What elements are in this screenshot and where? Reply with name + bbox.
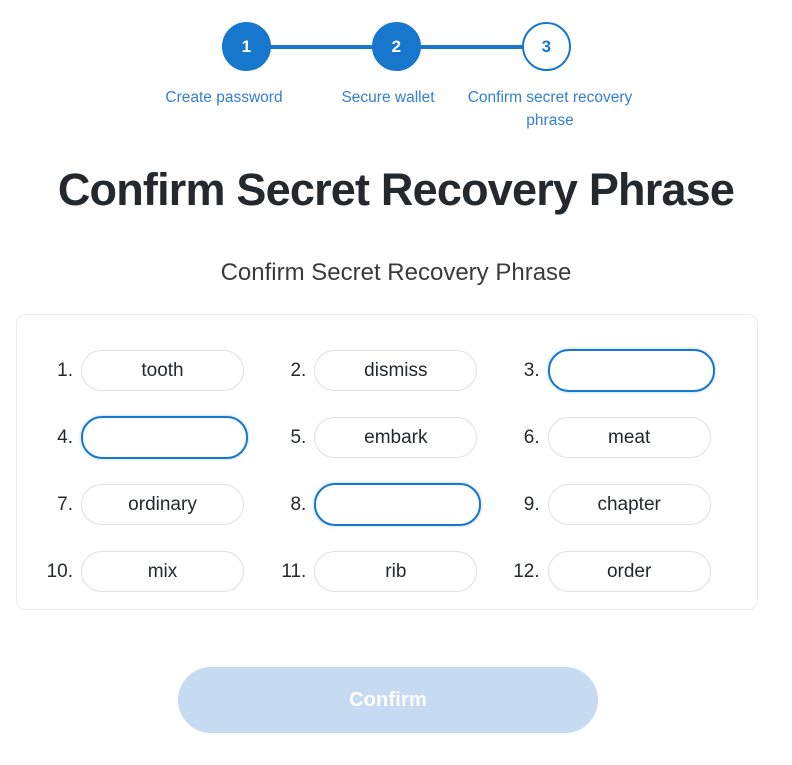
phrase-word-chip[interactable]: embark — [314, 417, 478, 458]
phrase-word-chip[interactable]: meat — [547, 417, 711, 458]
phrase-cell: 5. embark — [270, 417, 503, 458]
stepper-node-2-number: 2 — [391, 36, 402, 56]
phrase-cell: 6. meat — [504, 417, 737, 458]
confirm-button[interactable]: Confirm — [178, 667, 598, 733]
page-subtitle: Confirm Secret Recovery Phrase — [220, 259, 572, 286]
phrase-word-index: 9. — [523, 493, 540, 515]
stepper-node-1-number: 1 — [241, 36, 252, 56]
recovery-phrase-card: 1. tooth 2. dismiss 3. 4. 5. embark 6. meat 7. ordi… — [16, 314, 758, 610]
phrase-cell: 4. — [37, 416, 270, 459]
stepper-label-create-password: Create password — [165, 89, 283, 106]
page-title: Confirm Secret Recovery Phrase — [57, 164, 735, 215]
phrase-word-index: 5. — [290, 426, 307, 448]
phrase-word-index: 10. — [46, 560, 73, 582]
stepper-label-confirm-secret-recovery-phrase: Confirm secret recovery phrase — [467, 89, 633, 129]
phrase-cell: 11. rib — [270, 551, 503, 592]
phrase-cell: 7. ordinary — [37, 484, 270, 525]
phrase-cell: 1. tooth — [37, 350, 270, 391]
phrase-cell: 3. — [504, 349, 737, 392]
phrase-word-chip[interactable]: order — [547, 551, 711, 592]
recovery-phrase-grid: 1. tooth 2. dismiss 3. 4. 5. embark 6. meat 7. ordi… — [37, 337, 737, 605]
phrase-word-input-empty[interactable] — [314, 483, 482, 526]
phrase-word-index: 12. — [513, 560, 540, 582]
phrase-word-index: 4. — [57, 426, 73, 448]
phrase-word-chip[interactable]: tooth — [81, 350, 244, 391]
stepper-label-secure-wallet: Secure wallet — [341, 89, 435, 106]
stepper-node-3[interactable]: 3 — [522, 22, 571, 71]
phrase-word-chip[interactable]: mix — [81, 551, 244, 592]
phrase-word-index: 2. — [290, 359, 307, 381]
phrase-word-chip[interactable]: rib — [314, 551, 478, 592]
phrase-cell: 2. dismiss — [270, 350, 503, 391]
stepper-node-3-number: 3 — [541, 36, 552, 56]
phrase-word-index: 8. — [290, 493, 307, 515]
phrase-word-index: 3. — [523, 359, 540, 381]
phrase-cell: 8. — [270, 483, 503, 526]
phrase-word-index: 6. — [523, 426, 540, 448]
phrase-cell: 9. chapter — [504, 484, 737, 525]
phrase-word-input-empty[interactable] — [547, 349, 715, 392]
stepper-node-2[interactable]: 2 — [372, 22, 421, 71]
phrase-cell: 10. mix — [37, 551, 270, 592]
phrase-word-input-empty[interactable] — [81, 416, 248, 459]
stepper-connector-2 — [396, 45, 546, 49]
phrase-word-chip[interactable]: dismiss — [314, 350, 478, 391]
stepper-track: 1 2 3 — [222, 22, 571, 72]
phrase-word-index: 7. — [57, 493, 73, 515]
onboarding-stepper: 1 2 3 Create password Secure wallet Conf… — [0, 22, 792, 142]
phrase-word-chip[interactable]: chapter — [547, 484, 711, 525]
phrase-word-index: 11. — [281, 560, 307, 582]
stepper-node-1[interactable]: 1 — [222, 22, 271, 71]
stepper-connector-1 — [247, 45, 397, 49]
phrase-cell: 12. order — [504, 551, 737, 592]
phrase-word-index: 1. — [57, 359, 73, 381]
phrase-word-chip[interactable]: ordinary — [81, 484, 244, 525]
